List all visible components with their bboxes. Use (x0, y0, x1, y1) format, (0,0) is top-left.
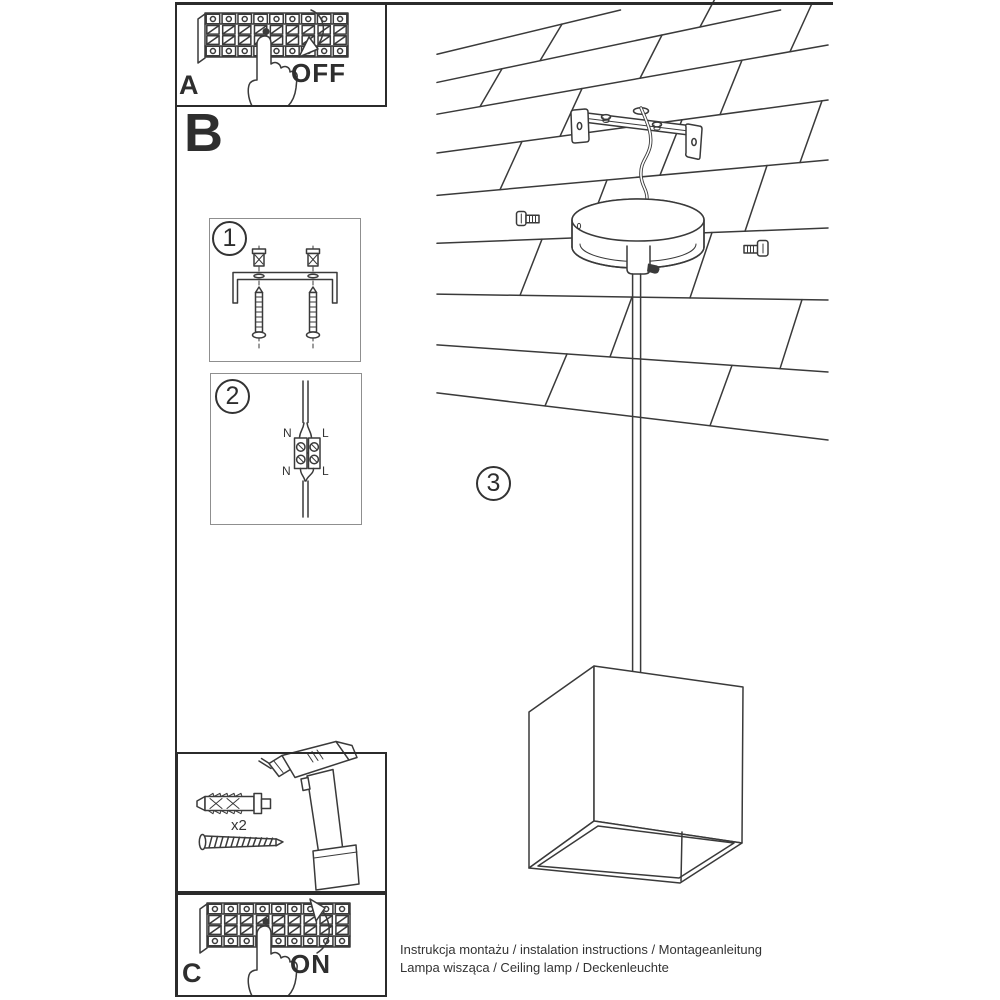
section-c-label: C (182, 958, 202, 988)
wall-anchor-icon (196, 792, 272, 815)
canopy-fitting (626, 245, 660, 275)
step-2-badge: 2 (215, 379, 250, 414)
off-label: OFF (291, 58, 346, 88)
step-1-box (209, 218, 361, 362)
anchor-quantity-label: x2 (231, 817, 247, 834)
wire-l-bottom-label: L (322, 464, 329, 478)
panel-c-box (176, 893, 387, 997)
ceiling-canopy (571, 198, 705, 269)
step-2-box (210, 373, 362, 525)
tools-art (196, 740, 360, 891)
breaker-panel-icon (199, 902, 351, 954)
pendant-rod (631, 273, 642, 673)
wire-l-top-label: L (322, 426, 329, 440)
bracket-screw-icon (651, 121, 663, 131)
pressing-hand-icon (247, 28, 298, 107)
canopy-screw-left-icon (515, 210, 540, 227)
on-label: ON (290, 949, 331, 979)
bracket-screw-icon (600, 113, 612, 123)
pressing-hand-icon (247, 918, 298, 997)
section-a-label: A (179, 70, 199, 100)
bracket-front-view (232, 271, 338, 304)
step-1-badge: 1 (212, 221, 247, 256)
step-3-badge: 3 (476, 466, 511, 501)
wall-plug-icon (251, 248, 267, 267)
curved-arrow-down-icon (298, 9, 325, 58)
wiring-step-art (293, 380, 321, 518)
screw-icon (198, 833, 284, 851)
cube-lampshade (528, 665, 744, 884)
panel-a-box (175, 2, 387, 107)
wire-n-top-label: N (283, 426, 292, 440)
bracket-and-screws-step-art (232, 245, 338, 349)
wire-n-bottom-label: N (282, 464, 291, 478)
canopy-screw-right-icon (743, 239, 769, 257)
mounting-bracket-icon (570, 107, 703, 160)
mounting-screw-icon (305, 286, 321, 339)
mounting-screw-icon (251, 286, 267, 339)
top-rule (175, 2, 833, 5)
footer-line-1: Instrukcja montażu / instalation instruc… (400, 942, 763, 957)
wall-plug-icon (305, 248, 321, 267)
drill-icon (258, 740, 360, 891)
power-cable-icon (639, 106, 653, 200)
left-rule (175, 2, 177, 997)
tools-box (176, 752, 387, 893)
curved-arrow-up-icon (309, 898, 330, 954)
footer-line-2: Lampa wisząca / Ceiling lamp / Deckenleu… (400, 960, 669, 975)
section-b-label: B (184, 103, 223, 163)
